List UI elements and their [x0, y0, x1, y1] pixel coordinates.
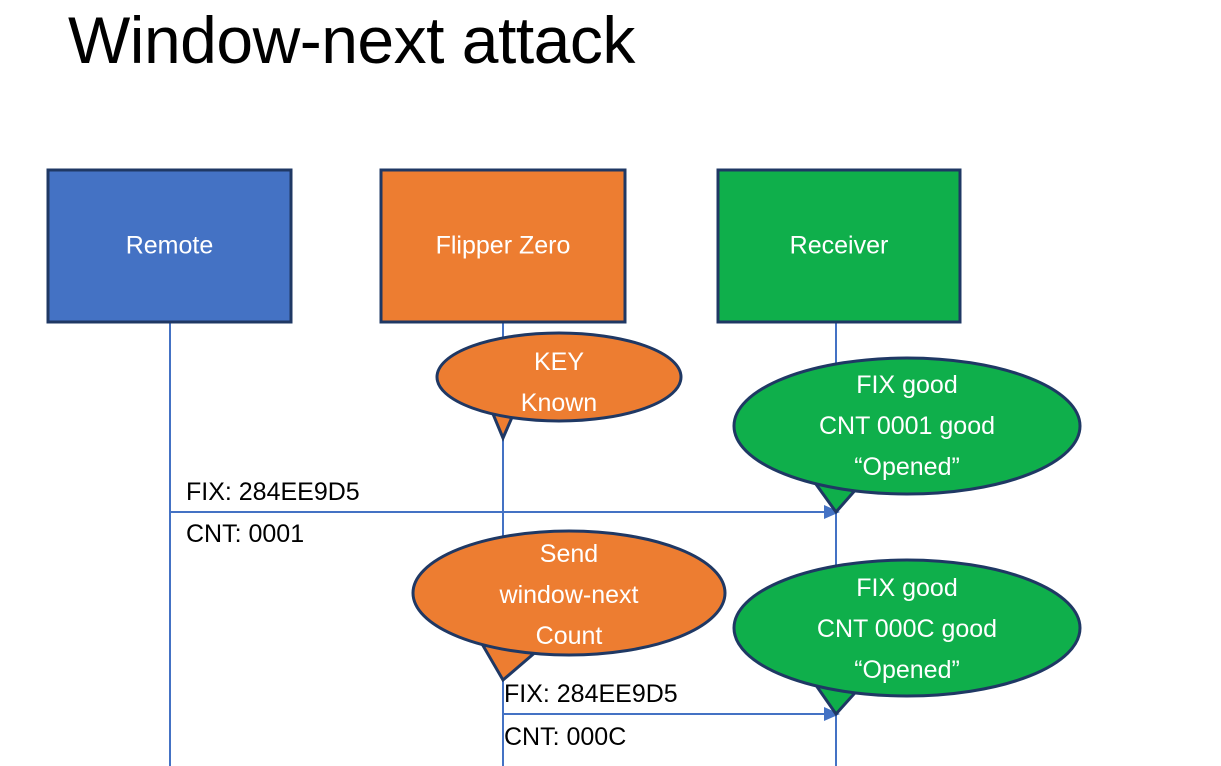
- callout-receiver-ack-2-line-3: “Opened”: [854, 656, 960, 684]
- node-flipper-zero-box[interactable]: [379, 168, 627, 324]
- callout-key-known[interactable]: KEY Known: [435, 331, 683, 442]
- node-remote-label: Remote: [126, 232, 214, 260]
- callout-send-window-next-body[interactable]: [411, 529, 727, 657]
- message-1-cnt-label: CNT: 0001: [186, 520, 304, 548]
- callout-receiver-ack-2-line-1: FIX good: [856, 574, 957, 602]
- node-remote-box[interactable]: [46, 168, 293, 324]
- node-remote[interactable]: Remote: [46, 168, 293, 324]
- page-title: Window-next attack: [68, 3, 635, 77]
- callout-send-window-next[interactable]: Send window-next Count: [411, 529, 727, 683]
- callout-send-window-next-line-3: Count: [536, 622, 603, 650]
- node-receiver-box[interactable]: [716, 168, 962, 324]
- node-receiver[interactable]: Receiver: [716, 168, 962, 324]
- message-2-fix-label: FIX: 284EE9D5: [504, 680, 678, 708]
- message-2-cnt-label: CNT: 000C: [504, 723, 626, 751]
- message-arrow-flipper-to-receiver: [503, 707, 840, 721]
- node-flipper-zero-label: Flipper Zero: [436, 232, 571, 260]
- callout-key-known-line-2: Known: [521, 389, 597, 417]
- node-receiver-label: Receiver: [790, 232, 889, 260]
- callout-receiver-ack-2[interactable]: FIX good CNT 000C good “Opened”: [732, 558, 1082, 717]
- callout-send-window-next-line-2: window-next: [499, 581, 639, 609]
- callout-receiver-ack-2-body[interactable]: [732, 558, 1082, 698]
- callout-receiver-ack-1-body[interactable]: [732, 356, 1082, 496]
- node-flipper-zero[interactable]: Flipper Zero: [379, 168, 627, 324]
- callout-send-window-next-line-1: Send: [540, 540, 598, 568]
- message-arrow-remote-to-receiver: [170, 505, 840, 519]
- message-1-fix-label: FIX: 284EE9D5: [186, 478, 360, 506]
- callout-receiver-ack-1-line-3: “Opened”: [854, 453, 960, 481]
- callout-receiver-ack-1-line-1: FIX good: [856, 371, 957, 399]
- callout-receiver-ack-1-line-2: CNT 0001 good: [819, 412, 995, 440]
- callout-key-known-body[interactable]: [435, 331, 683, 423]
- callout-receiver-ack-1[interactable]: FIX good CNT 0001 good “Opened”: [732, 356, 1082, 515]
- callout-receiver-ack-2-line-2: CNT 000C good: [817, 615, 997, 643]
- callout-key-known-line-1: KEY: [534, 348, 584, 376]
